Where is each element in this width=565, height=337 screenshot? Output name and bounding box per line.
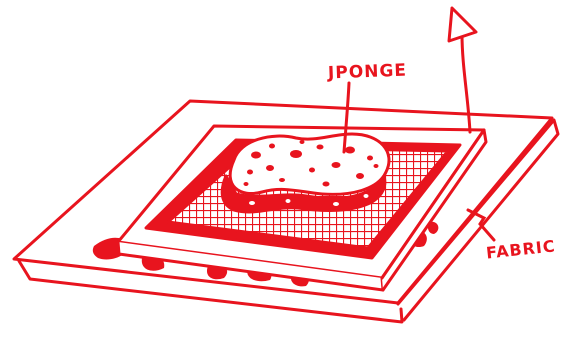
sponge-side xyxy=(220,166,387,214)
lift-arrow-shaft xyxy=(460,32,472,134)
sponge-top xyxy=(228,132,391,196)
sponge-label: JPONGE xyxy=(327,60,408,84)
lift-arrow-head xyxy=(447,6,478,43)
sponge-leader-line xyxy=(342,81,351,154)
sponge-holes xyxy=(243,140,379,187)
leader-lines xyxy=(342,81,496,242)
fabric-leader-line xyxy=(466,208,496,242)
lift-arrow xyxy=(447,6,478,134)
sponge-side-holes xyxy=(249,194,369,206)
sponge xyxy=(220,132,391,214)
